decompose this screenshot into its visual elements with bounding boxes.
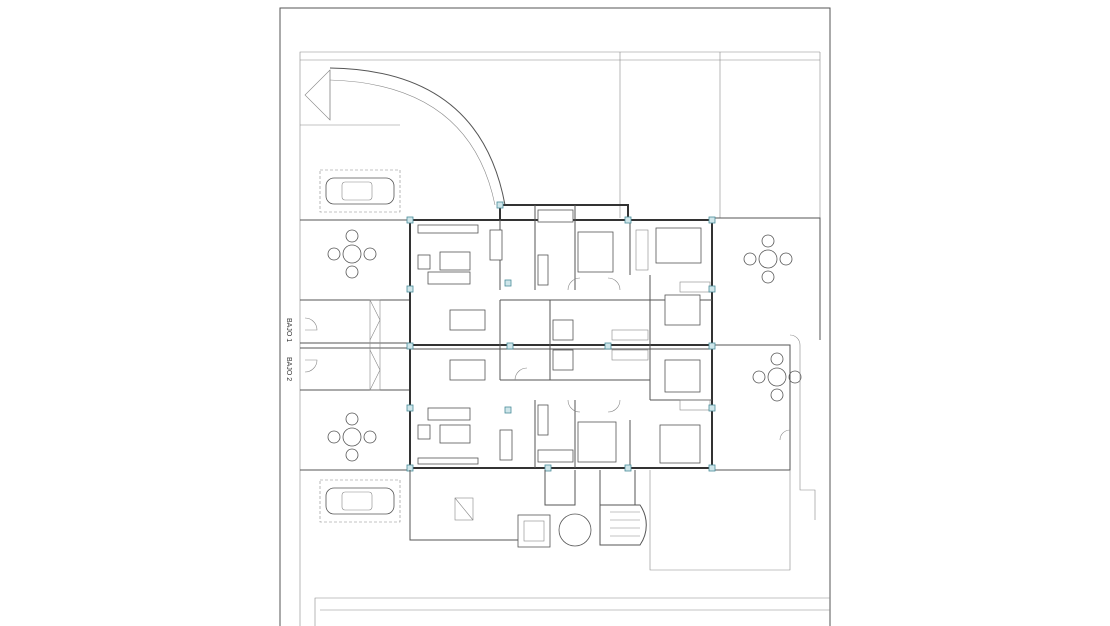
driveway-ramp bbox=[304, 67, 506, 206]
structural-columns bbox=[406, 201, 716, 472]
right-patio bbox=[712, 217, 821, 520]
car-bottom bbox=[319, 479, 401, 523]
car-top bbox=[319, 169, 401, 213]
site-boundary bbox=[279, 7, 831, 626]
lower-services bbox=[409, 470, 791, 571]
patio-table-3 bbox=[743, 234, 793, 284]
left-strip bbox=[300, 219, 410, 471]
patio-table-2 bbox=[327, 412, 377, 462]
patio-table-1 bbox=[327, 229, 377, 279]
patio-table-4 bbox=[752, 352, 802, 402]
building bbox=[409, 204, 713, 469]
unit-label-2: BAJO 2 bbox=[285, 357, 292, 381]
unit-label-1: BAJO 1 bbox=[285, 318, 292, 342]
